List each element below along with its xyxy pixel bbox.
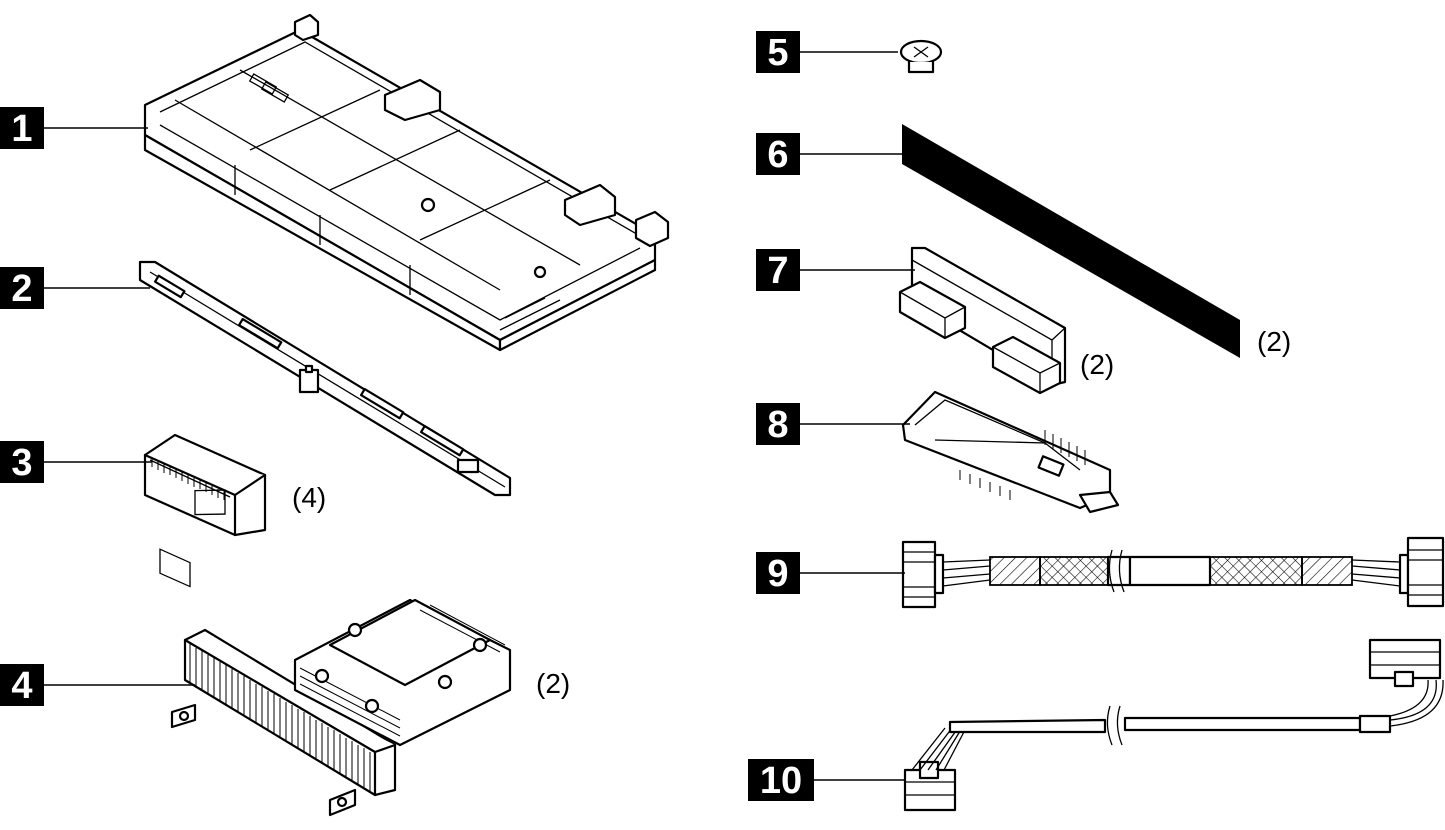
- callout-2-number: 2: [11, 268, 32, 310]
- callout-3: 3: [0, 441, 44, 484]
- callout-2: 2: [0, 267, 44, 310]
- callout-10-number: 10: [760, 760, 802, 802]
- part-1-riser-cage: [143, 13, 670, 352]
- callout-6-number: 6: [767, 134, 788, 176]
- quantity-label-7: (2): [1080, 349, 1114, 380]
- part-10-cable: [903, 638, 1444, 812]
- part-5-screw: [899, 39, 943, 74]
- part-6-strip: [902, 124, 1240, 358]
- part-2-backplane: [138, 260, 512, 497]
- callout-7-number: 7: [767, 250, 788, 292]
- callout-9: 9: [756, 552, 800, 595]
- part-9-cable: [901, 536, 1445, 609]
- callout-4-number: 4: [11, 665, 32, 707]
- part-7-pad: [898, 246, 1067, 395]
- callout-1-number: 1: [11, 108, 32, 150]
- part-8-latch: [901, 390, 1120, 514]
- part-3-filler: [143, 433, 267, 588]
- callout-8-number: 8: [767, 404, 788, 446]
- callout-6: 6: [756, 133, 800, 176]
- leader-lines: [44, 51, 915, 781]
- callout-3-number: 3: [11, 442, 32, 484]
- part-4-heatsink: [170, 598, 512, 817]
- quantity-label-6: (2): [1257, 326, 1291, 357]
- callout-10: 10: [748, 759, 814, 802]
- quantity-label-3: (4): [292, 482, 326, 513]
- callout-4: 4: [0, 664, 44, 707]
- callout-1: 1: [0, 107, 44, 150]
- callout-9-number: 9: [767, 553, 788, 595]
- quantity-label-4: (2): [536, 668, 570, 699]
- callout-8: 8: [756, 403, 800, 446]
- callout-5-number: 5: [767, 32, 788, 74]
- callout-5: 5: [756, 31, 800, 74]
- callout-7: 7: [756, 249, 800, 292]
